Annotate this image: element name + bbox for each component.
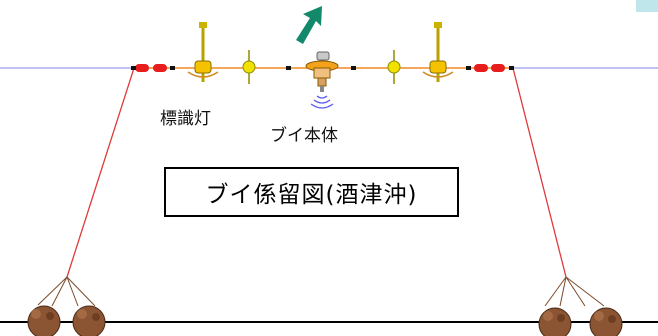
right-anchors	[538, 307, 623, 336]
red-float	[474, 64, 488, 72]
diagram-title: ブイ係留図(酒津沖)	[205, 182, 418, 208]
marker-lamp-right	[422, 22, 454, 82]
red-float	[135, 64, 149, 72]
marker-lamp-label: 標識灯	[160, 109, 211, 129]
anchor-block-icon	[72, 305, 106, 336]
up-right-arrow-icon	[296, 6, 322, 44]
left-anchors	[27, 305, 106, 336]
right-anchor-lines	[544, 276, 605, 307]
title-box: ブイ係留図(酒津沖)	[164, 167, 459, 217]
yellow-float	[387, 50, 401, 84]
anchor-block-icon	[538, 307, 572, 336]
right-mooring-rope	[512, 67, 567, 278]
buoy-body-label: ブイ本体	[270, 126, 338, 146]
red-float	[153, 64, 167, 72]
yellow-float	[242, 50, 256, 84]
left-anchor-lines	[37, 276, 96, 307]
anchor-block-icon	[27, 305, 61, 336]
wave-signal-icon	[310, 95, 334, 109]
left-mooring-rope	[66, 67, 135, 278]
buoy-body	[305, 51, 339, 92]
connectors	[131, 66, 514, 70]
marker-lamp-left	[187, 22, 219, 82]
anchor-block-icon	[589, 307, 623, 336]
yellow-floats	[242, 50, 401, 84]
red-floats	[135, 64, 505, 72]
corner-marker	[636, 0, 658, 12]
red-float	[491, 64, 505, 72]
